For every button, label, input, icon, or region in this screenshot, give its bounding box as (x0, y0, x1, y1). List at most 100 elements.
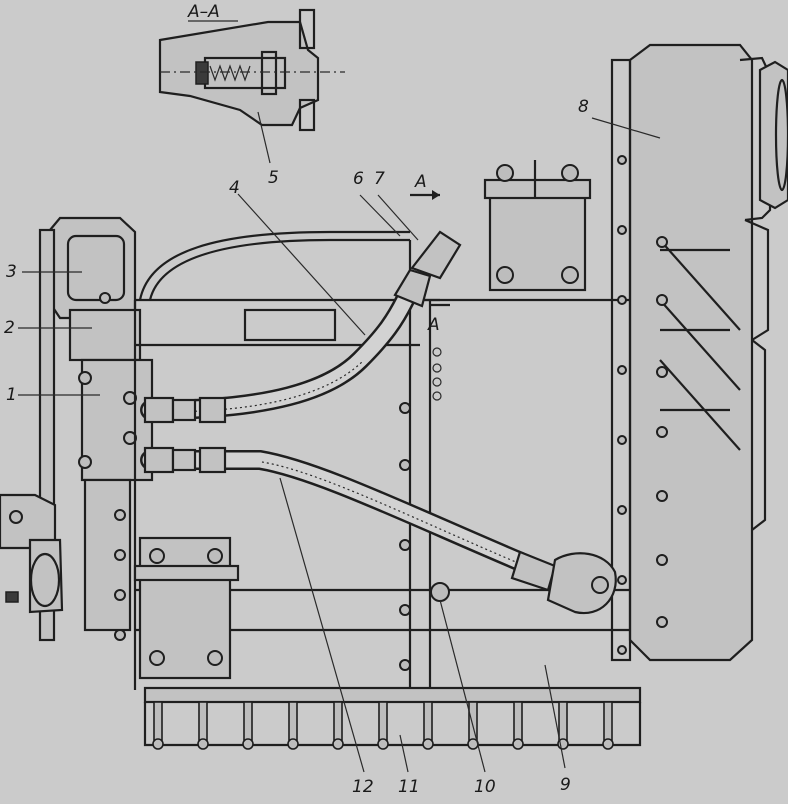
hose-lower-ferrule (198, 446, 227, 474)
bracket-bolt (9, 510, 23, 524)
leader-12 (279, 477, 365, 773)
mount-pad-bolt-1 (149, 548, 165, 564)
block-bolt-6 (114, 509, 126, 521)
hose-upper-braid (159, 361, 363, 413)
pump-body (66, 234, 126, 302)
hose-upper (140, 230, 462, 424)
cut-arrowhead-upper (432, 190, 440, 200)
leader-8 (591, 117, 661, 139)
block-bolt-9 (114, 629, 126, 641)
callout-10: 10 (474, 777, 496, 797)
dipstick-hole-1 (432, 347, 442, 357)
oil-pan-bolt (377, 738, 389, 750)
mount-pad-strap (133, 564, 240, 582)
cut-label-lower: А (427, 315, 440, 335)
oil-pipe-upper (138, 230, 410, 301)
top-stud (298, 8, 316, 50)
oil-pan-bolt (287, 738, 299, 750)
housing-bolt-2 (656, 294, 668, 306)
housing-body (628, 43, 754, 662)
housing-bolt-7 (656, 616, 668, 628)
oil-pan-flange (143, 686, 642, 704)
flange-bolt-8 (617, 645, 627, 655)
housing-bolt-5 (656, 490, 668, 502)
flange-bolt-1 (617, 155, 627, 165)
oil-pan-rib (423, 701, 433, 741)
leader-5 (257, 111, 271, 164)
flange-bolt-7 (617, 575, 627, 585)
callout-5: 5 (268, 168, 279, 188)
left-assembly (0, 216, 154, 642)
upper-mount-bolt-4 (561, 266, 579, 284)
oil-pan-rib (603, 701, 613, 741)
hose-lower (140, 446, 617, 615)
section-title: А–А (187, 2, 220, 22)
callouts: 1 2 3 4 5 6 7 8 9 10 11 12 (4, 97, 589, 797)
upper-mount-bolt-2 (561, 164, 579, 182)
block-bolt-1 (399, 402, 411, 414)
oil-pan-bolt (152, 738, 164, 750)
oil-pan-rib (468, 701, 478, 741)
oil-cooler-flange (546, 552, 617, 615)
leader-7 (377, 194, 419, 241)
mount-pad-bolt-3 (149, 650, 165, 666)
oil-pan-rib (288, 701, 298, 741)
block-bolt-5 (399, 659, 411, 671)
hose-upper-nut-2 (171, 398, 197, 422)
callout-6: 6 (353, 169, 364, 189)
oil-pan-bolt (197, 738, 209, 750)
callout-1: 1 (6, 385, 17, 405)
callout-2: 2 (4, 318, 15, 338)
housing-bolt-4 (656, 426, 668, 438)
filter-bolt-1 (78, 371, 92, 385)
flange-bolt-3 (617, 295, 627, 305)
section-aa-inset: А–А (158, 2, 345, 132)
oil-pan-bolt (512, 738, 524, 750)
block-bolt-2 (399, 459, 411, 471)
filter-bolt-4 (78, 455, 92, 469)
hose-lower-fill (142, 452, 548, 578)
upper-mount-bolt-1 (496, 164, 514, 182)
dipstick-hole-4 (432, 391, 442, 401)
housing-flange (610, 58, 632, 662)
housing-bolt-1 (656, 236, 668, 248)
flange-bolt-5 (617, 435, 627, 445)
cut-label-upper: А (414, 172, 427, 192)
block-bolt-3 (399, 539, 411, 551)
mount-pad-bolt-4 (207, 650, 223, 666)
oil-cooler-port (591, 576, 609, 594)
oil-pan-rib (513, 701, 523, 741)
engine-block (114, 160, 630, 690)
valve-plunger (195, 61, 209, 85)
oil-pan-bolt (602, 738, 614, 750)
adapter-block (68, 308, 142, 362)
oil-pan-body (143, 702, 642, 747)
flange-bolt-2 (617, 225, 627, 235)
callout-11: 11 (398, 777, 420, 797)
hose-upper-end-fitting (393, 268, 432, 308)
leader-9 (544, 664, 566, 769)
section-cut-markers: А А (410, 172, 450, 335)
housing-bolt-6 (656, 554, 668, 566)
leader-lines (18, 111, 661, 773)
hose-lower-end-fitting (510, 550, 557, 592)
callout-12: 12 (352, 777, 374, 797)
oil-pan-ribs (152, 701, 614, 750)
oil-pan-rib (153, 701, 163, 741)
dipstick-hole-3 (432, 377, 442, 387)
upper-elbow (410, 230, 462, 280)
flywheel-housing (610, 43, 788, 662)
hose-lower-braid (261, 461, 531, 569)
block-bolt-8 (114, 589, 126, 601)
valve-spring (209, 64, 251, 82)
cover-bolt (99, 292, 111, 304)
bracket-lug (5, 591, 19, 603)
valve-plug (260, 50, 278, 96)
block-bolt-7 (114, 549, 126, 561)
housing-webs (659, 239, 741, 451)
oil-pan-bolt (422, 738, 434, 750)
flange-bolt-4 (617, 365, 627, 375)
oil-pan-rib (243, 701, 253, 741)
oil-pan-rib (378, 701, 388, 741)
